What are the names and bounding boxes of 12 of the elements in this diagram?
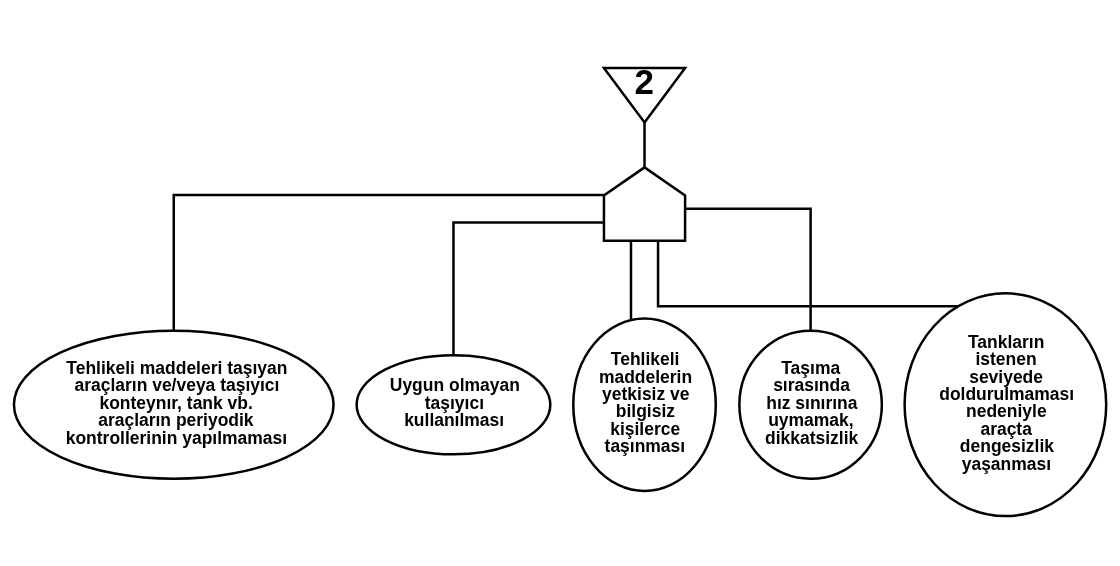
- node-circle: Taşıma sırasında hız sınırına uymamak, dikkatsizlik: [738, 329, 884, 481]
- node-circle: Tankların istenen seviyede doldurulmaması nedeniyle araçta dengesizlik yaşanması: [903, 292, 1108, 518]
- node-ellipse: Tehlikeli maddeleri taşıyan araçların ve/veya taşıyıcı konteynır, tank vb. araçların periyodik kontrollerinin yapılmaması: [12, 329, 335, 481]
- connector: [643, 122, 646, 168]
- connector: [685, 207, 812, 331]
- node-ellipse: Uygun olmayan taşıyıcı kullanılması: [355, 353, 552, 456]
- connector: [452, 221, 604, 355]
- node-gate: [602, 165, 687, 243]
- node-ellipse: Tehlikeli maddelerin yetkisiz ve bilgisiz kişilerce taşınması: [572, 317, 717, 493]
- connector: [172, 193, 605, 331]
- connector: [656, 241, 959, 308]
- connector: [629, 240, 633, 320]
